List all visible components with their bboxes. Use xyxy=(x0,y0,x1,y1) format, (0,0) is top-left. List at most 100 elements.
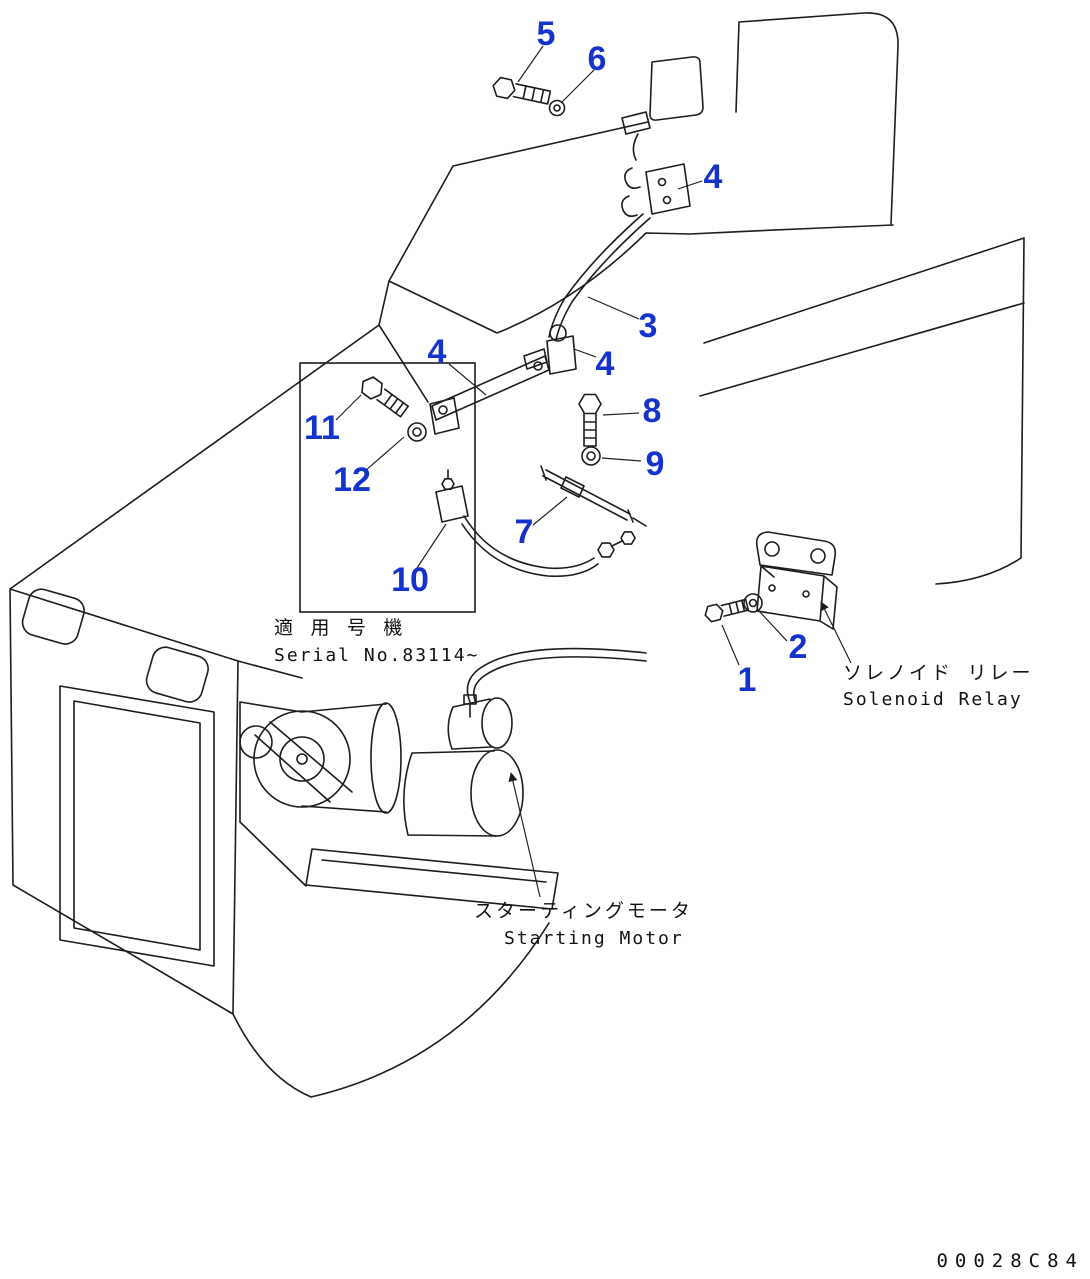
motor-end-outer xyxy=(253,710,351,808)
platform-edge xyxy=(689,224,894,235)
leader-6 xyxy=(560,69,595,104)
relay-terminal-b xyxy=(802,590,810,598)
leader-4a xyxy=(677,180,703,190)
leader-8 xyxy=(602,412,640,416)
serial-note-en: Serial No.83114~ xyxy=(274,645,479,666)
callout-8: 8 xyxy=(643,392,662,430)
clamp-4-upper-clips xyxy=(621,167,641,217)
mount-slab xyxy=(305,848,559,910)
part-bolt-8 xyxy=(578,393,602,447)
headlight-box xyxy=(649,56,704,121)
part-bolt-5 xyxy=(492,76,552,105)
bracket-4-middle-loop xyxy=(549,324,567,342)
bolt-11-head xyxy=(361,376,383,400)
part-bolt-11 xyxy=(361,376,409,418)
washer-6-outer xyxy=(548,99,566,117)
pulley xyxy=(239,725,273,759)
harness-connector xyxy=(621,111,651,161)
clamp-4-upper-bolt-b xyxy=(662,195,672,205)
leader-7 xyxy=(532,496,568,526)
relay-terminal-a xyxy=(768,584,776,592)
part-bolt-1 xyxy=(704,598,750,623)
text-labels: 適 用 号 機 Serial No.83114~ ソレノイド リレー Solen… xyxy=(274,617,1077,1272)
washer-2-inner xyxy=(748,598,758,608)
solenoid-relay-label-en: Solenoid Relay xyxy=(843,689,1023,710)
engine-block-lines xyxy=(239,701,387,887)
wire-3 xyxy=(548,213,651,341)
part-link-7 xyxy=(540,465,647,527)
engine-and-starting-motor xyxy=(239,694,559,910)
bar-hole-left xyxy=(438,405,448,415)
solenoid-relay-label-jp: ソレノイド リレー xyxy=(843,662,1033,684)
bracket-10-bolt-head xyxy=(441,477,455,491)
callout-4-left: 4 xyxy=(428,333,447,371)
callout-10: 10 xyxy=(391,561,429,599)
relay-body xyxy=(756,565,838,630)
wire-end-link xyxy=(611,540,623,547)
seat-outline xyxy=(735,12,899,225)
wire-end-nut-a xyxy=(597,542,615,558)
leader-12 xyxy=(364,436,405,472)
callout-7: 7 xyxy=(515,513,534,551)
bar-hole-right xyxy=(533,361,543,371)
clamp-4-upper-plate xyxy=(645,163,691,215)
washer-12-inner xyxy=(412,427,422,437)
bracket-10-wire xyxy=(461,515,599,578)
front-slot-left xyxy=(21,588,85,645)
starting-motor-cap xyxy=(470,749,524,837)
washer-6-inner xyxy=(553,104,561,112)
bolt-11-shaft xyxy=(376,388,409,418)
arrow-solenoid-relay xyxy=(820,601,852,664)
callout-6: 6 xyxy=(588,40,607,78)
relay-bracket-hole-b xyxy=(810,548,826,564)
clamp-4-upper-bolt-a xyxy=(657,177,667,187)
leader-9 xyxy=(601,457,642,462)
leader-11 xyxy=(335,394,362,421)
link-7-rod xyxy=(540,465,647,527)
leader-5 xyxy=(517,45,544,83)
part-washer-2 xyxy=(743,593,763,613)
bolt-1-shaft xyxy=(720,598,750,617)
part-washer-12 xyxy=(407,422,427,442)
arrow-starting-motor xyxy=(508,772,541,898)
leader-1 xyxy=(721,624,740,666)
part-washer-6 xyxy=(548,99,566,117)
callout-9: 9 xyxy=(646,445,665,483)
washer-9-inner xyxy=(586,451,596,461)
pinion-housing-cap xyxy=(481,697,513,749)
bolt-1-head xyxy=(704,603,724,623)
pinion-housing-body xyxy=(447,698,492,750)
starting-motor-label-jp: スターティングモータ xyxy=(474,900,693,922)
relay-bracket xyxy=(755,531,837,576)
serial-applicability-box xyxy=(299,362,476,613)
part-washer-9 xyxy=(581,446,601,466)
bracket-10-plate xyxy=(435,485,469,523)
leader-4c xyxy=(573,348,597,358)
callout-numbers: 5 6 4 3 4 4 8 11 9 12 7 10 2 1 xyxy=(304,15,807,699)
front-slot-right xyxy=(145,646,209,703)
wire-to-motor xyxy=(466,647,647,704)
washer-9-outer xyxy=(581,446,601,466)
bolt-8-shaft xyxy=(583,412,597,447)
leader-10 xyxy=(416,523,447,569)
radiator-grille xyxy=(59,685,215,967)
bolt-5-shaft xyxy=(512,83,552,105)
motor-end-inner xyxy=(279,736,325,782)
callout-12: 12 xyxy=(333,461,371,499)
washer-2-outer xyxy=(743,593,763,613)
starting-motor-label-en: Starting Motor xyxy=(504,928,684,949)
washer-12-outer xyxy=(407,422,427,442)
leader-2 xyxy=(758,610,788,642)
callout-11: 11 xyxy=(304,409,340,447)
relay-bracket-hole-a xyxy=(764,541,780,557)
leader-lines xyxy=(335,45,852,898)
leader-4b xyxy=(448,363,487,396)
bracket-4-middle-plate xyxy=(546,335,577,375)
bolt-5-head xyxy=(492,76,516,100)
serial-note-jp: 適 用 号 機 xyxy=(274,617,405,639)
right-panel xyxy=(699,237,1025,585)
fender-arc xyxy=(232,922,550,1098)
leader-3 xyxy=(587,296,640,320)
